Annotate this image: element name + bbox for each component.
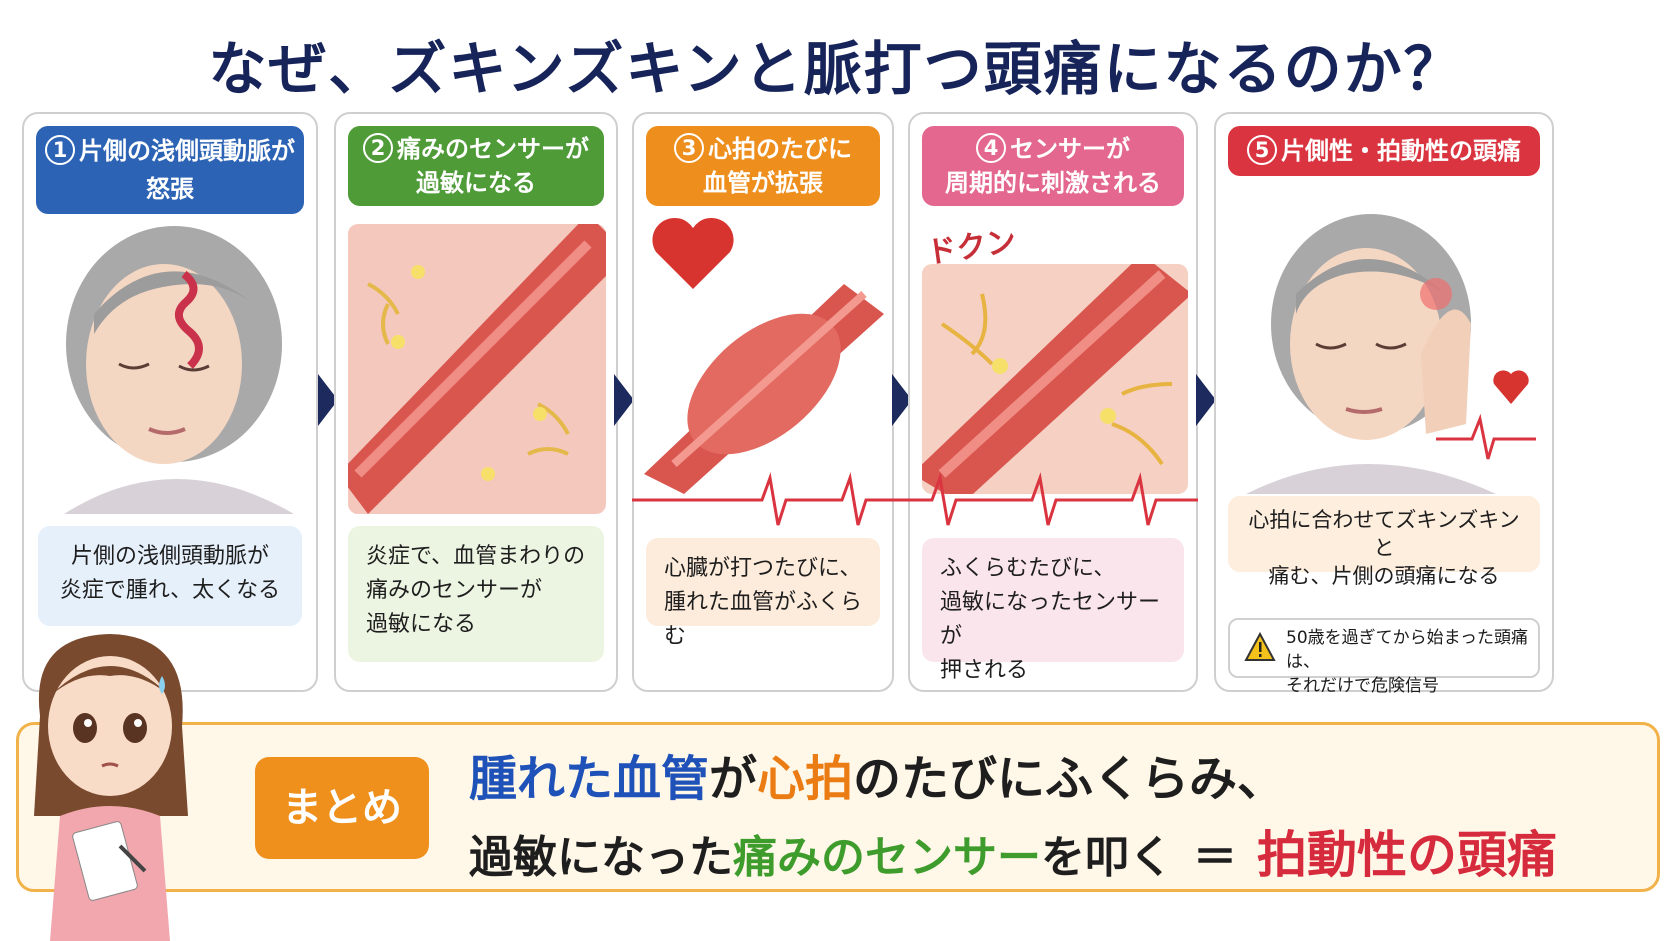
desc-line: 痛む、片側の頭痛になる	[1268, 564, 1500, 588]
step-description: 心拍に合わせてズキンズキンと 痛む、片側の頭痛になる	[1228, 496, 1540, 588]
stimulated-nerve-illustration	[922, 264, 1188, 494]
step-description: ふくらむたびに、 過敏になったセンサーが 押される	[922, 538, 1184, 683]
step-title: 周期的に刺激される	[945, 169, 1161, 197]
arrow-right-icon	[614, 374, 634, 426]
step-title: センサーが	[1010, 135, 1130, 163]
summary-text: 過敏になった	[469, 832, 733, 883]
inflamed-vessel-illustration	[348, 224, 606, 514]
step-description: 片側の浅側頭動脈が 炎症で腫れ、太くなる	[38, 526, 302, 626]
desc-line: 心拍に合わせてズキンズキンと	[1248, 508, 1520, 560]
summary-highlight: 心拍	[757, 751, 854, 807]
step-title: 痛みのセンサーが	[397, 135, 589, 163]
summary-box: まとめ 腫れた血管が心拍のたびにふくらみ、 過敏になった痛みのセンサーを叩く ＝ 拍…	[16, 722, 1660, 892]
desc-line: 心臓が打つたびに、	[664, 556, 862, 581]
desc-line: 過敏になる	[366, 612, 477, 637]
step-title: 片側性・拍動性の頭痛	[1281, 137, 1521, 165]
summary-text: のたびにふくらみ、	[853, 751, 1286, 807]
summary-line-2: 過敏になった痛みのセンサーを叩く ＝ 拍動性の頭痛	[469, 815, 1557, 887]
summary-text: が	[709, 751, 758, 807]
summary-highlight: 拍動性の頭痛	[1257, 826, 1557, 884]
summary-line-1: 腫れた血管が心拍のたびにふくらみ、	[469, 739, 1285, 809]
step-number: 4	[976, 133, 1006, 163]
summary-highlight: 痛みのセンサー	[733, 832, 1041, 883]
step-title: 血管が拡張	[703, 169, 823, 197]
desc-line: 押される	[940, 658, 1029, 683]
step-title: 片側の浅側頭動脈が怒張	[79, 137, 295, 203]
page-title: なぜ、ズキンズキンと脈打つ頭痛になるのか？	[208, 35, 1464, 103]
equals-sign: ＝	[1193, 832, 1237, 883]
warning-note: 50歳を過ぎてから始まった頭痛は、 それだけで危険信号	[1228, 618, 1540, 696]
desc-line: ふくらむたびに、	[940, 556, 1116, 581]
warning-line: それだけで危険信号	[1286, 676, 1439, 696]
desc-line: 炎症で、血管まわりの	[366, 544, 586, 569]
desc-line: 過敏になったセンサーが	[940, 590, 1161, 649]
warning-line: 50歳を過ぎてから始まった頭痛は、	[1286, 628, 1528, 672]
step-number: 2	[363, 133, 393, 163]
dilating-vessel-illustration	[644, 284, 884, 494]
step-description: 炎症で、血管まわりの 痛みのセンサーが 過敏になる	[348, 526, 604, 662]
step-description: 心臓が打つたびに、 腫れた血管がふくらむ	[646, 538, 880, 649]
summary-label: まとめ	[255, 757, 429, 859]
warning-icon	[1244, 632, 1276, 661]
summary-text: を叩く	[1041, 832, 1173, 883]
nurse-character-illustration	[34, 634, 188, 941]
desc-line: 腫れた血管がふくらむ	[664, 590, 863, 649]
arrow-right-icon	[318, 374, 338, 426]
step-title: 過敏になる	[416, 169, 536, 197]
heart-icon	[652, 217, 734, 289]
woman-temple-illustration	[64, 226, 294, 514]
step-title: 心拍のたびに	[708, 135, 852, 163]
summary-highlight: 腫れた血管	[469, 751, 710, 807]
desc-line: 炎症で腫れ、太くなる	[59, 578, 281, 603]
arrow-right-icon	[1196, 374, 1216, 426]
step-number: 3	[674, 133, 704, 163]
ecg-line-icon	[632, 472, 1198, 526]
desc-line: 痛みのセンサーが	[366, 578, 543, 603]
desc-line: 片側の浅側頭動脈が	[70, 544, 269, 569]
arrow-right-icon	[892, 374, 912, 426]
step-number: 1	[45, 135, 75, 165]
woman-headache-illustration	[1246, 214, 1536, 494]
step-number: 5	[1247, 135, 1277, 165]
